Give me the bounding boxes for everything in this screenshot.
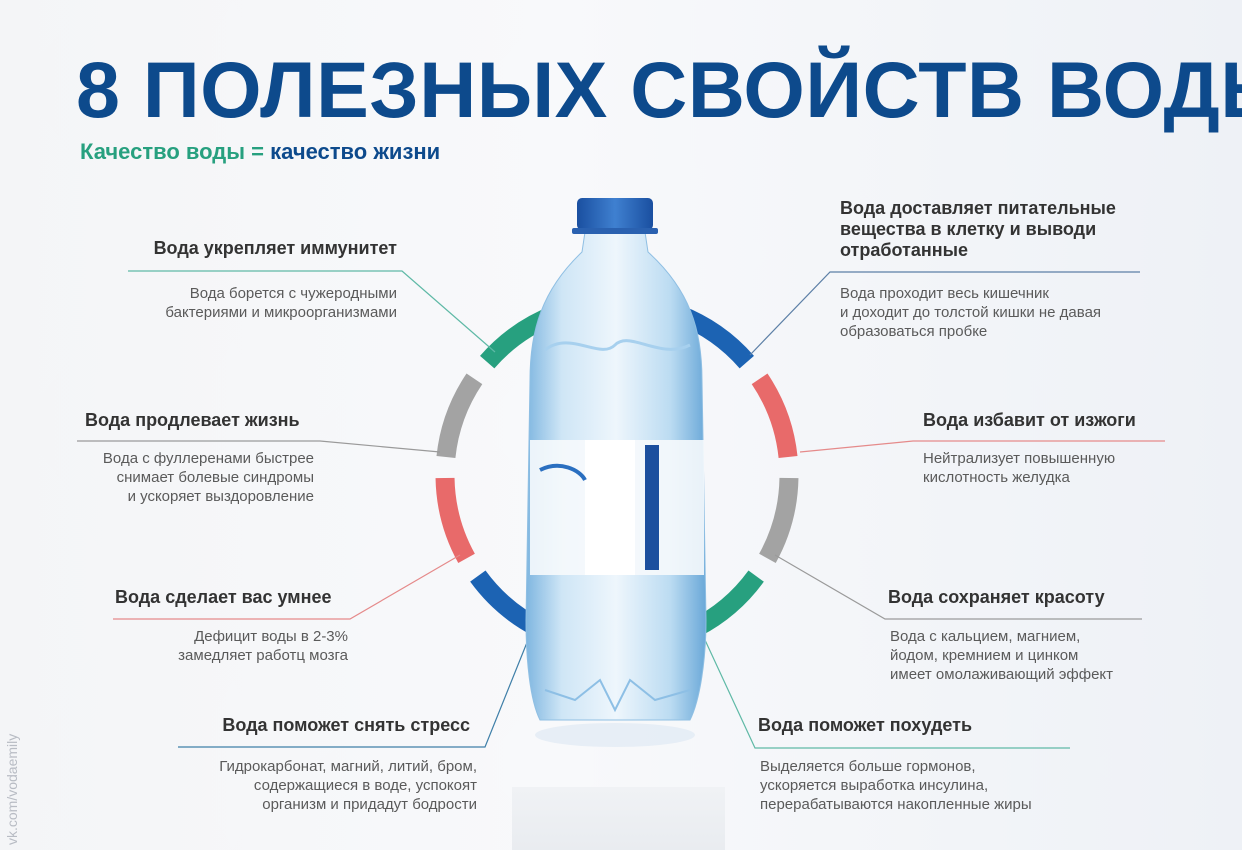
desc-line: ускоряется выработка инсулина,: [760, 777, 989, 794]
desc-line: организм и придадут бодрости: [262, 796, 477, 813]
desc-line: образоваться пробке: [840, 323, 988, 340]
ring-segment: [435, 477, 475, 563]
ring-segments: [435, 305, 799, 639]
heading-line: вещества в клетку и выводи: [840, 219, 1097, 239]
property-desc-stress: Гидрокарбонат, магний, литий, бром, содер…: [219, 757, 477, 814]
connector-beauty: [774, 554, 1142, 620]
property-heading-brain: Вода сделает вас умнее: [115, 587, 332, 607]
property-heading-life: Вода продлевает жизнь: [85, 410, 300, 430]
property-heading-weight: Вода поможет похудеть: [758, 715, 973, 735]
subtitle-part1: Качество воды =: [80, 139, 264, 164]
desc-line: Дефицит воды в 2-3%: [194, 628, 348, 645]
connector-heartburn: [799, 440, 1165, 453]
property-desc-life: Вода с фуллеренами быстрее снимает болевы…: [103, 449, 314, 506]
desc-line: Вода с кальцием, магнием,: [890, 628, 1081, 645]
heading-line: отработанные: [840, 240, 968, 260]
property-desc-nutrients: Вода проходит весь кишечник и доходит до …: [840, 284, 1101, 341]
property-desc-weight: Выделяется больше гормонов, ускоряется вы…: [760, 757, 1032, 814]
desc-line: Выделяется больше гормонов,: [760, 758, 976, 775]
connector-life: [77, 440, 441, 453]
property-desc-immunity: Вода борется с чужеродными бактериями и м…: [165, 284, 397, 322]
ring-segment: [759, 477, 799, 563]
desc-line: йодом, кремнием и цинком: [890, 647, 1079, 664]
desc-line: бактериями и микроорганизмами: [165, 304, 397, 321]
desc-line: Вода с фуллеренами быстрее: [102, 450, 314, 467]
connector-lines: [77, 270, 1165, 749]
page-title: 8 ПОЛЕЗНЫХ СВОЙСТВ ВОДЫ: [76, 45, 1242, 134]
connector-brain: [113, 554, 461, 620]
connector-stress: [178, 639, 529, 748]
bottle-pedestal: [512, 787, 725, 850]
connector-immunity: [128, 270, 496, 353]
desc-line: Нейтрализует повышенную: [923, 450, 1116, 467]
desc-line: содержащиеся в воде, успокоят: [253, 777, 477, 794]
desc-line: Вода проходит весь кишечник: [840, 285, 1049, 302]
desc-line: Гидрокарбонат, магний, литий, бром,: [219, 758, 477, 775]
heading-line: Вода доставляет питательные: [840, 198, 1116, 218]
property-heading-heartburn: Вода избавит от изжоги: [923, 410, 1136, 430]
desc-line: и доходит до толстой кишки не давая: [840, 304, 1102, 321]
property-heading-beauty: Вода сохраняет красоту: [888, 587, 1105, 607]
subtitle-part2: качество жизни: [270, 139, 441, 164]
desc-line: кислотность желудка: [923, 469, 1070, 486]
property-heading-stress: Вода поможет снять стресс: [222, 715, 470, 735]
desc-line: перерабатываются накопленные жиры: [760, 796, 1032, 813]
connector-weight: [704, 639, 1070, 749]
connector-nutrients: [749, 271, 1140, 356]
property-desc-beauty: Вода с кальцием, магнием, йодом, кремнием…: [890, 627, 1113, 684]
property-desc-heartburn: Нейтрализует повышенную кислотность желуд…: [923, 449, 1115, 487]
ring-segment: [436, 373, 483, 459]
desc-line: имеет омолаживающий эффект: [890, 666, 1114, 683]
watermark: vk.com/vodaemily: [4, 733, 20, 845]
water-bottle-image: [525, 198, 707, 747]
desc-line: и ускоряет выздоровление: [127, 488, 314, 505]
desc-line: снимает болевые синдромы: [116, 469, 314, 486]
desc-line: замедляет работц мозга: [178, 647, 348, 664]
property-desc-brain: Дефицит воды в 2-3% замедляет работц мозг…: [178, 627, 348, 665]
desc-line: Вода борется с чужеродными: [189, 285, 397, 302]
ring-segment: [751, 373, 798, 459]
property-heading-immunity: Вода укрепляет иммунитет: [153, 238, 397, 258]
subtitle: Качество воды = качество жизни: [80, 139, 440, 165]
